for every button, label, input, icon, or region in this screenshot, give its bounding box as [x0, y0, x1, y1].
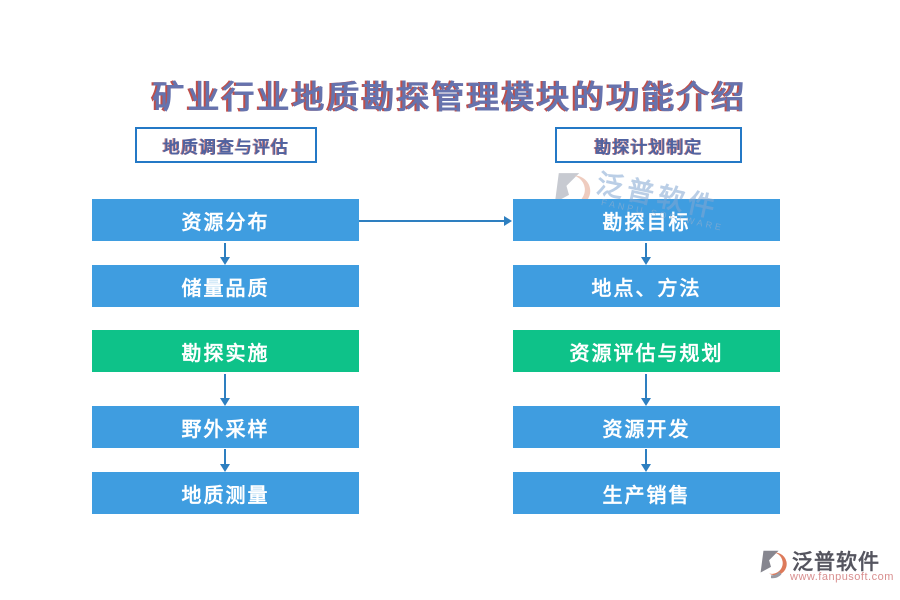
arrow-down-icon: [641, 449, 651, 472]
flow-box-field-sampling: 野外采样: [92, 406, 359, 448]
arrow-right-icon: [359, 216, 512, 226]
header-label: 地质调查与评估: [163, 137, 289, 157]
flow-box-label: 资源分布: [181, 211, 270, 234]
flow-box-label: 资源开发: [602, 418, 691, 441]
header-box-geological-survey: 地质调查与评估: [135, 127, 317, 163]
arrow-down-icon: [641, 374, 651, 406]
flow-box-resource-development: 资源开发: [513, 406, 780, 448]
flow-box-exploration-target: 勘探目标: [513, 199, 780, 241]
header-label: 勘探计划制定: [594, 137, 703, 157]
flow-box-exploration-implementation: 勘探实施: [92, 330, 359, 372]
logo-url: www.fanpusoft.com: [790, 571, 894, 583]
arrow-down-icon: [641, 243, 651, 265]
flow-box-location-method: 地点、方法: [513, 265, 780, 307]
flow-box-resource-evaluation-planning: 资源评估与规划: [513, 330, 780, 372]
arrow-down-icon: [220, 374, 230, 406]
flow-box-label: 储量品质: [181, 277, 270, 300]
page-title: 矿业行业地质勘探管理模块的功能介绍: [152, 79, 748, 115]
flow-box-label: 地点、方法: [591, 277, 702, 300]
arrow-down-icon: [220, 449, 230, 472]
flow-box-reserve-quality: 储量品质: [92, 265, 359, 307]
fanpu-logo-icon: [760, 550, 787, 579]
flow-box-label: 资源评估与规划: [569, 342, 724, 365]
logo-name: 泛普软件: [792, 550, 880, 574]
arrow-down-icon: [220, 243, 230, 265]
flow-box-label: 生产销售: [602, 484, 691, 507]
flow-box-production-sales: 生产销售: [513, 472, 780, 514]
flow-box-geological-measurement: 地质测量: [92, 472, 359, 514]
flow-box-label: 地质测量: [181, 484, 270, 507]
flow-box-label: 勘探实施: [181, 342, 270, 365]
header-box-exploration-plan: 勘探计划制定: [555, 127, 742, 163]
flow-box-resource-distribution: 资源分布: [92, 199, 359, 241]
flow-box-label: 野外采样: [181, 418, 270, 441]
flow-box-label: 勘探目标: [602, 211, 691, 234]
